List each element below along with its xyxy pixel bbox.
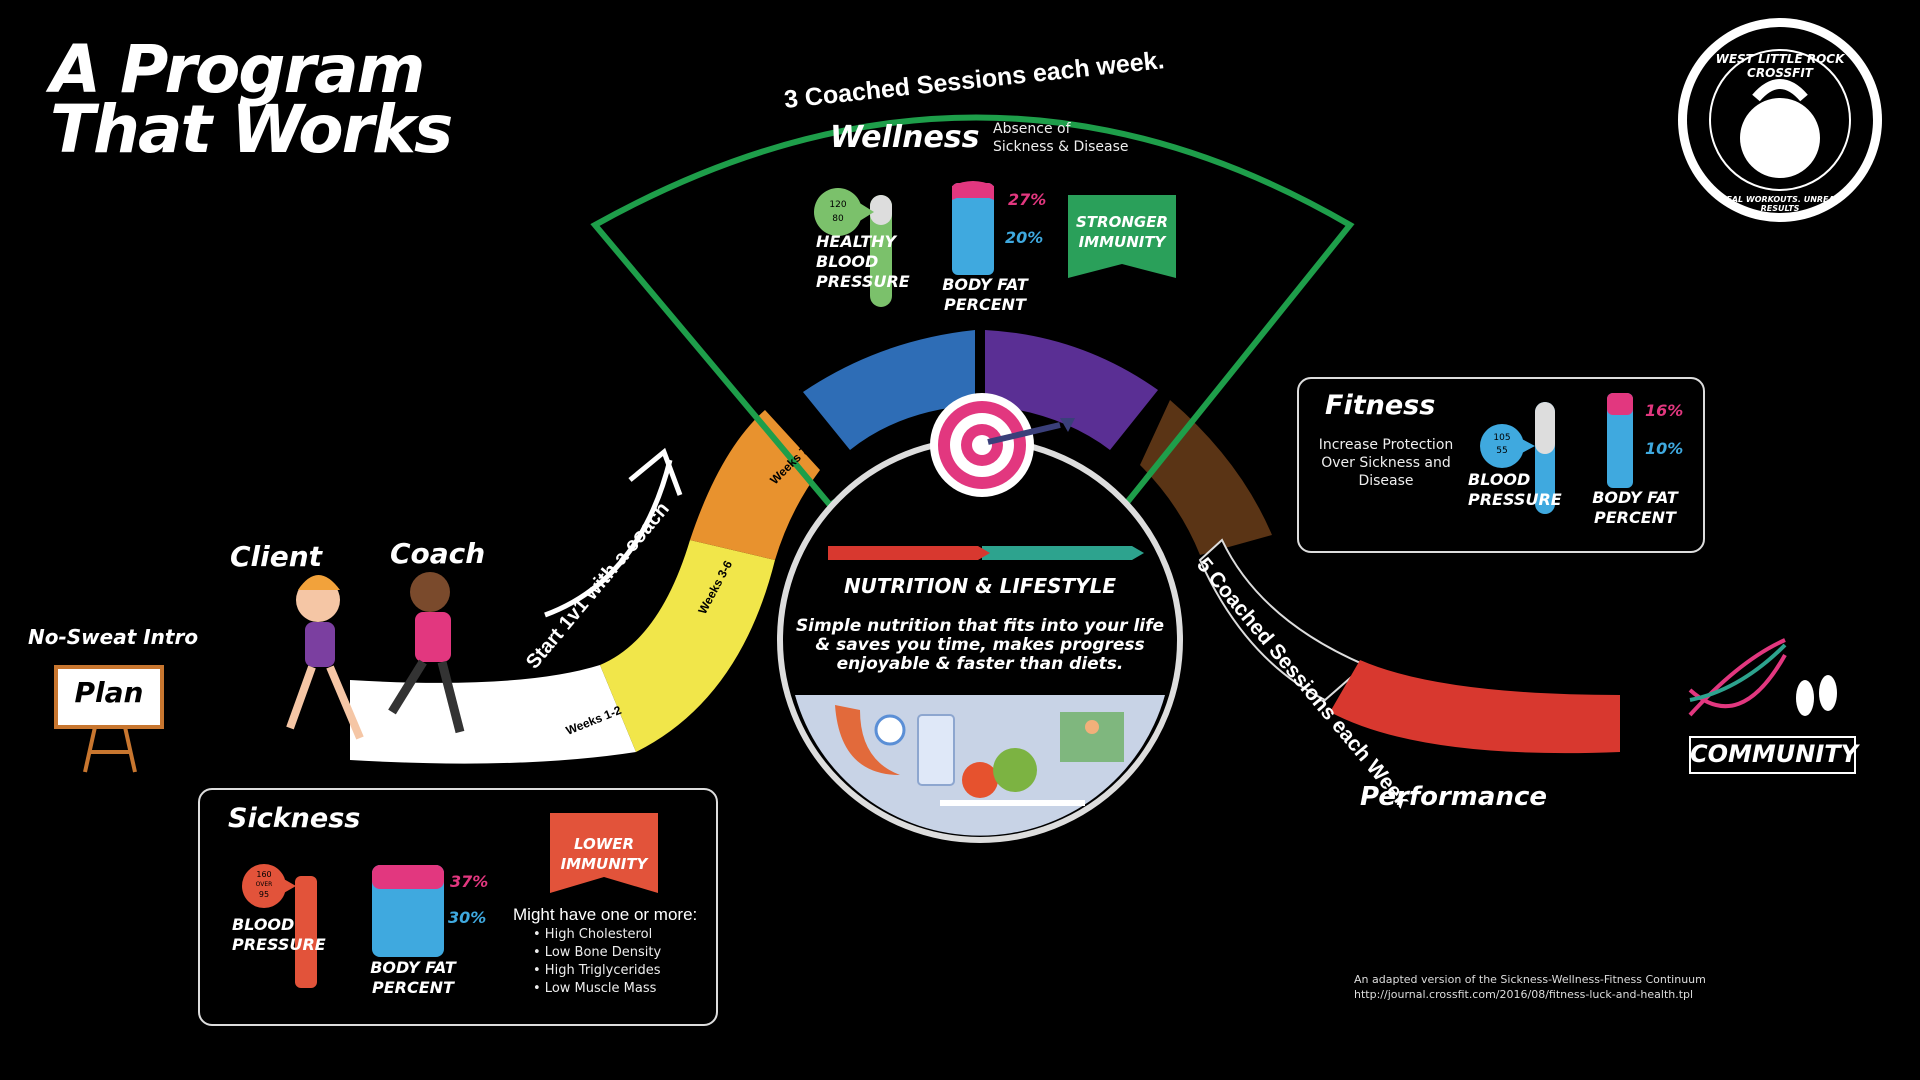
client-label: Client <box>230 540 323 573</box>
might-have-label: Might have one or more: <box>513 905 698 924</box>
sickness-bp-gauge <box>242 864 317 988</box>
fitness-bf-label: BODY FAT PERCENT <box>1592 488 1678 527</box>
plan-board-icon <box>54 665 164 773</box>
start-arrow <box>544 459 673 618</box>
clock-icon <box>874 714 906 746</box>
target-icon <box>930 393 1075 497</box>
logo-top-text: WEST LITTLE ROCK CROSSFIT <box>1715 52 1845 80</box>
intro-label: No-Sweat Intro <box>28 625 199 649</box>
wellness-bp-gauge <box>814 188 892 307</box>
community-label: COMMUNITY <box>1690 740 1859 768</box>
lower-immunity-text: LOWER IMMUNITY <box>560 835 648 873</box>
fitness-bf-bar <box>1607 393 1633 488</box>
stronger-immunity-text: STRONGER IMMUNITY <box>1076 213 1168 251</box>
sickness-bf-low: 30% <box>448 908 487 927</box>
arc-segment-red <box>1330 660 1620 754</box>
performance-label: Performance <box>1360 782 1548 812</box>
fitness-bp-value: 105 55 <box>1493 433 1511 456</box>
crossfit-logo <box>1678 18 1882 222</box>
sickness-title: Sickness <box>228 803 361 834</box>
arc-segment-white <box>350 665 636 764</box>
list-item: • Low Muscle Mass <box>533 981 657 996</box>
water-bottle-icon <box>917 714 955 786</box>
sickness-bp-value: 160 OVER 95 <box>255 870 273 899</box>
lifestyle-icons <box>835 705 1124 806</box>
conditions-list: • High Cholesterol • Low Bone Density • … <box>533 926 661 998</box>
meditation-icon <box>1060 712 1124 762</box>
list-item: • High Cholesterol <box>533 927 653 942</box>
wellness-bf-bar <box>952 181 994 275</box>
client-runner-icon <box>286 575 364 740</box>
wellness-bf-label: BODY FAT PERCENT <box>942 275 1028 314</box>
sickness-bf-label: BODY FAT PERCENT <box>370 958 456 997</box>
arc-segment-brown <box>1140 400 1272 555</box>
coach-runner-icon <box>388 572 465 734</box>
source-citation: An adapted version of the Sickness-Welln… <box>1354 973 1706 1001</box>
logo-bottom-text: REAL WORKOUTS. UNREAL RESULTS <box>1720 195 1840 213</box>
community-box <box>1689 736 1856 774</box>
apple-icon <box>962 762 998 798</box>
page-title: A Program That Works <box>50 31 453 168</box>
fitness-panel <box>1297 377 1705 553</box>
arc-segment-black <box>1198 538 1367 702</box>
footprints-icon <box>1796 675 1837 716</box>
nutrition-title: NUTRITION & LIFESTYLE <box>843 574 1117 598</box>
fitness-bp-label: BLOOD PRESSURE <box>1468 470 1562 509</box>
fitness-bf-high: 16% <box>1645 401 1684 420</box>
list-item: • Low Bone Density <box>533 945 662 960</box>
kettlebell-icon <box>1740 98 1820 178</box>
stronger-immunity-badge <box>1068 195 1176 278</box>
fitness-bp-gauge <box>1480 402 1555 514</box>
plan-board-text: Plan <box>74 676 144 709</box>
fitness-bf-low: 10% <box>1645 439 1684 458</box>
sickness-bf-high: 37% <box>450 872 489 891</box>
fitness-desc: Increase Protection Over Sickness and Di… <box>1318 437 1454 489</box>
arc-segment-purple <box>985 330 1158 450</box>
sickness-bf-bar <box>372 865 444 957</box>
wellness-subtitle: Absence of Sickness & Disease <box>993 121 1129 155</box>
wellness-bf-high: 27% <box>1008 190 1047 209</box>
arc-segment-yellow <box>600 540 775 752</box>
arc-segment-blue <box>803 330 975 450</box>
top-sessions-label: 3 Coached Sessions each week. <box>783 46 1166 114</box>
nutrition-desc: Simple nutrition that fits into your lif… <box>795 616 1165 674</box>
list-item: • High Triglycerides <box>533 963 661 978</box>
salad-icon <box>993 748 1037 792</box>
wellness-bp-label: HEALTHY BLOOD PRESSURE <box>816 232 910 291</box>
wellness-bp-value: 120 80 <box>829 200 847 224</box>
fitness-title: Fitness <box>1325 390 1436 421</box>
progress-arc <box>350 330 1620 764</box>
lower-immunity-badge <box>550 813 658 893</box>
arc-segment-orange <box>690 410 820 560</box>
wellness-bf-low: 20% <box>1005 228 1044 247</box>
dna-icon <box>1688 638 1787 717</box>
sickness-bp-label: BLOOD PRESSURE <box>232 915 326 954</box>
moon-icon <box>835 705 900 775</box>
wellness-title: Wellness <box>830 120 980 155</box>
coach-label: Coach <box>390 537 486 570</box>
sickness-panel <box>198 788 718 1026</box>
start-arrow-head <box>628 447 683 496</box>
